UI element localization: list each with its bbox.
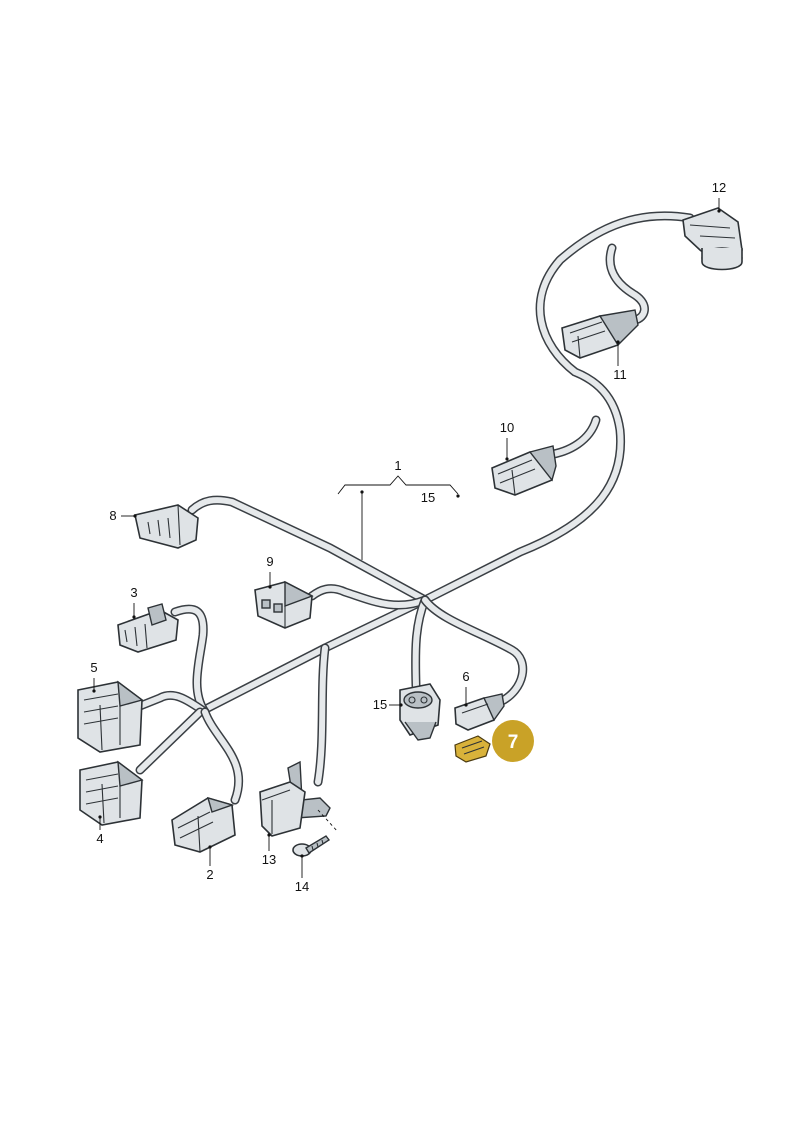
callout-13: 13 <box>262 852 276 867</box>
connector-11[interactable] <box>561 309 639 359</box>
callout-6: 6 <box>462 669 469 684</box>
callout-14: 14 <box>295 879 309 894</box>
callout-2: 2 <box>206 867 213 882</box>
connector-8[interactable] <box>134 504 199 549</box>
callout-5: 5 <box>90 660 97 675</box>
connector-12[interactable] <box>682 207 743 271</box>
callout-11: 11 <box>613 367 627 382</box>
connector-5[interactable] <box>77 680 144 753</box>
callout-3: 3 <box>130 585 137 600</box>
holder-13[interactable] <box>259 760 339 837</box>
connector-6[interactable] <box>454 693 505 731</box>
socket-15[interactable] <box>399 683 441 741</box>
connector-10[interactable] <box>491 445 557 496</box>
part-7-badge[interactable] <box>492 720 534 762</box>
callout-9: 9 <box>266 554 273 569</box>
callouts: 1 15 12 11 10 8 9 3 5 4 2 13 <box>90 180 726 894</box>
connector-2[interactable] <box>171 796 236 853</box>
callout-15-bracket: 15 <box>421 490 435 505</box>
callout-15-socket: 15 <box>373 697 387 712</box>
connector-4[interactable] <box>79 760 144 826</box>
highlighted-part-7[interactable]: 7 <box>454 720 534 763</box>
callout-1: 1 <box>394 458 401 473</box>
callout-10: 10 <box>500 420 514 435</box>
screw-14[interactable] <box>292 835 331 857</box>
bracket-1 <box>337 475 459 495</box>
callout-12: 12 <box>712 180 726 195</box>
harness-cables <box>135 211 695 805</box>
callout-4: 4 <box>96 831 103 846</box>
callout-8: 8 <box>109 508 116 523</box>
callout-7: 7 <box>508 732 519 753</box>
connector-9[interactable] <box>254 580 314 629</box>
connector-3[interactable] <box>117 603 179 653</box>
